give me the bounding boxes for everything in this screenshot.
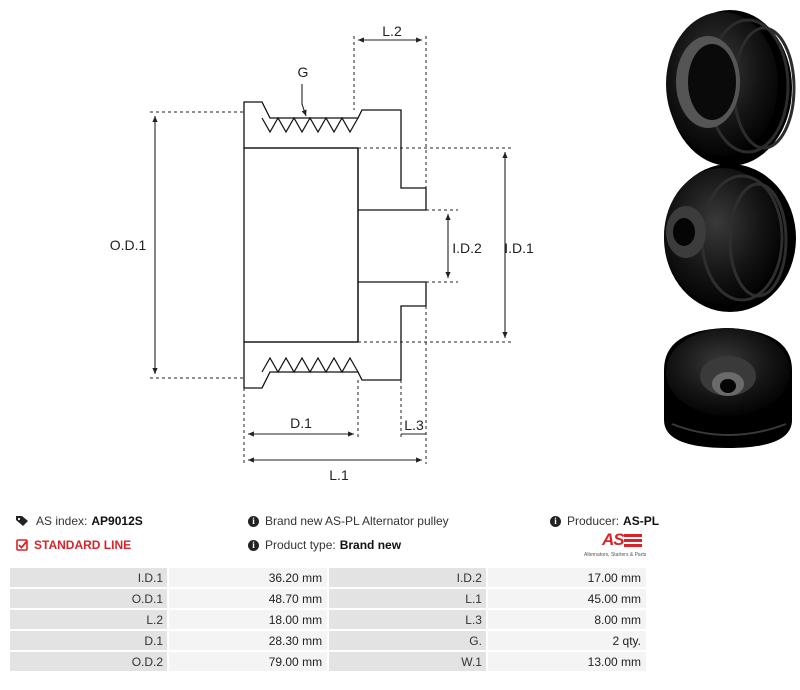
spec-value: 48.70 mm [169, 589, 328, 608]
info-icon: i [248, 515, 259, 527]
logo-stripes-icon [624, 534, 642, 547]
spec-key: O.D.1 [10, 589, 168, 608]
spec-key: L.3 [329, 610, 486, 629]
info-icon: i [248, 539, 259, 551]
standard-line: STANDARD LINE [16, 538, 131, 552]
check-square-icon [16, 539, 28, 551]
label-g: G [298, 64, 309, 80]
label-id2: I.D.2 [452, 240, 482, 256]
spec-value: 13.00 mm [487, 652, 646, 671]
label-d1: D.1 [290, 415, 312, 431]
tags-icon [16, 516, 28, 526]
spec-value: 45.00 mm [487, 589, 646, 608]
spec-value: 8.00 mm [487, 610, 646, 629]
pulley-profile [243, 101, 427, 389]
logo-text: AS [602, 530, 625, 549]
standard-line-text: STANDARD LINE [34, 538, 132, 552]
spec-key: L.2 [10, 610, 168, 629]
spec-key: W.1 [329, 652, 486, 671]
spec-value: 36.20 mm [169, 568, 328, 587]
product-photo-front [664, 164, 796, 312]
spec-value: 2 qty. [487, 631, 646, 650]
spec-key: O.D.2 [10, 652, 168, 671]
producer: i Producer: AS-PL [550, 514, 659, 528]
spec-key: G. [329, 631, 486, 650]
producer-label: Producer: [567, 514, 620, 528]
product-photo-angled [666, 10, 796, 166]
producer-value: AS-PL [623, 514, 660, 528]
spec-value: 79.00 mm [169, 652, 328, 671]
description: i Brand new AS-PL Alternator pulley [248, 514, 449, 528]
as-index-label: AS index: [36, 514, 88, 528]
product-type: i Product type: Brand new [248, 538, 401, 552]
pulley-technical-drawing: L.2 G O.D.1 I.D.2 I.D.1 D.1 L.3 L.1 [110, 10, 796, 483]
label-l3: L.3 [404, 417, 424, 433]
spec-key: L.1 [329, 589, 486, 608]
label-l2: L.2 [382, 23, 402, 39]
spec-value: 18.00 mm [169, 610, 328, 629]
as-pl-logo: AS Alternators, Starters & Parts [584, 530, 652, 560]
info-icon: i [550, 515, 561, 527]
label-id1: I.D.1 [504, 240, 534, 256]
spec-value: 17.00 mm [487, 568, 646, 587]
label-l1: L.1 [329, 467, 349, 483]
logo-tagline: Alternators, Starters & Parts [584, 552, 647, 558]
description-text: Brand new AS-PL Alternator pulley [265, 514, 449, 528]
spec-value: 28.30 mm [169, 631, 328, 650]
spec-key: I.D.2 [329, 568, 486, 587]
label-od1: O.D.1 [110, 237, 147, 253]
extension-lines [150, 36, 512, 464]
product-type-value: Brand new [339, 538, 402, 552]
as-index-value: AP9012S [91, 514, 143, 528]
product-photo-back [664, 328, 792, 448]
spec-key: I.D.1 [10, 568, 168, 587]
dimension-arrows [152, 37, 508, 463]
product-type-label: Product type: [265, 538, 336, 552]
spec-key: D.1 [10, 631, 168, 650]
as-index: AS index: AP9012S [16, 514, 143, 528]
